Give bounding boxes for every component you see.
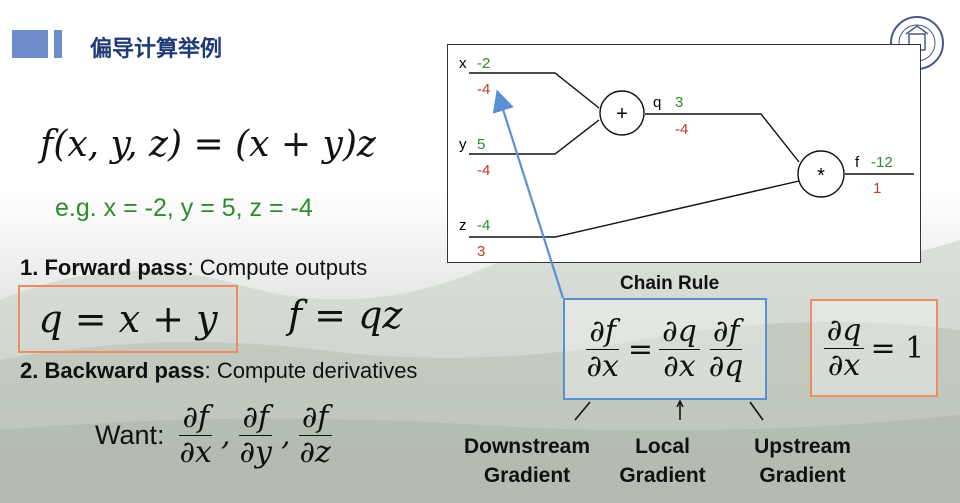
computational-graph: + * x -2 -4 y 5 -4 z -4 3 q 3 -4 f -12 1: [459, 55, 914, 260]
example-values: e.g. x = -2, y = 5, z = -4: [55, 194, 313, 222]
downstream-gradient-label: Downstream Gradient: [463, 435, 591, 487]
df-dx-fraction: ∂f ∂x: [179, 400, 213, 470]
f-grad-value: 1: [873, 180, 881, 197]
backward-pass-description: : Compute derivatives: [204, 358, 418, 383]
want-row: Want: ∂f ∂x , ∂f ∂y , ∂f ∂z: [95, 402, 334, 468]
function-lhs: f(x, y, z): [40, 124, 183, 165]
wire-y: [469, 119, 600, 155]
y-grad-value: -4: [477, 162, 490, 179]
df-dz-fraction: ∂f ∂z: [298, 400, 332, 470]
q-equation-box: q = x + y: [18, 285, 238, 353]
chain-rule-title: Chain Rule: [620, 273, 720, 294]
title-accent-bar: [12, 30, 48, 58]
q-equation: q = x + y: [38, 297, 218, 341]
backward-pass-heading: 2. Backward pass: [20, 358, 205, 383]
upstream-gradient-label: Upstream Gradient: [754, 435, 851, 487]
chain-equals: =: [627, 331, 654, 367]
forward-pass-line: 1. Forward pass: Compute outputs: [20, 255, 367, 281]
want-label: Want:: [95, 419, 165, 450]
downstream-pointer: [574, 401, 591, 421]
f-equation: f = qz: [288, 293, 403, 337]
add-symbol: +: [616, 103, 628, 125]
q-forward-value: 3: [675, 94, 683, 111]
x-forward-value: -2: [477, 55, 490, 72]
wire-x: [469, 72, 600, 109]
function-definition: f(x, y, z) = (x + y)z: [40, 124, 376, 165]
q-grad-value: -4: [675, 121, 688, 138]
wire-q: [645, 113, 800, 163]
f-name: f: [855, 154, 860, 171]
title-accent-bar-thin: [54, 30, 62, 58]
page-title: 偏导计算举例: [90, 36, 223, 61]
y-name: y: [459, 136, 467, 153]
df-dy-fraction: ∂f ∂y: [239, 400, 273, 470]
multiply-node: [797, 150, 845, 198]
local-gradient-rhs: = 1: [870, 330, 925, 366]
y-forward-value: 5: [477, 136, 485, 153]
function-rhs: = (x + y)z: [193, 124, 376, 165]
multiply-symbol: *: [817, 165, 825, 187]
upstream-pointer: [749, 401, 764, 421]
z-name: z: [459, 217, 467, 234]
q-name: q: [653, 94, 661, 111]
f-forward-value: -12: [871, 154, 893, 171]
backward-pass-line: 2. Backward pass: Compute derivatives: [20, 358, 417, 384]
x-grad-value: -4: [477, 81, 490, 98]
forward-pass-description: : Compute outputs: [187, 255, 368, 280]
z-forward-value: -4: [477, 217, 490, 234]
chain-lhs-fraction: ∂f ∂x: [586, 314, 620, 384]
local-gradient-label: Local Gradient: [619, 435, 706, 487]
chain-upstream-fraction: ∂f ∂q: [708, 314, 744, 384]
chain-local-fraction: ∂q ∂x: [659, 316, 700, 382]
dq-dx-fraction: ∂q ∂x: [823, 315, 865, 381]
local-gradient-box: ∂q ∂x = 1: [810, 299, 938, 397]
add-node: [599, 90, 645, 136]
blue-arrow-to-x-grad: [492, 89, 565, 299]
z-grad-value: 3: [477, 243, 485, 260]
x-name: x: [459, 55, 467, 72]
chain-rule-box: ∂f ∂x = ∂q ∂x ∂f ∂q: [563, 298, 767, 400]
forward-pass-heading: 1. Forward pass: [20, 255, 188, 280]
wire-z: [469, 180, 800, 238]
